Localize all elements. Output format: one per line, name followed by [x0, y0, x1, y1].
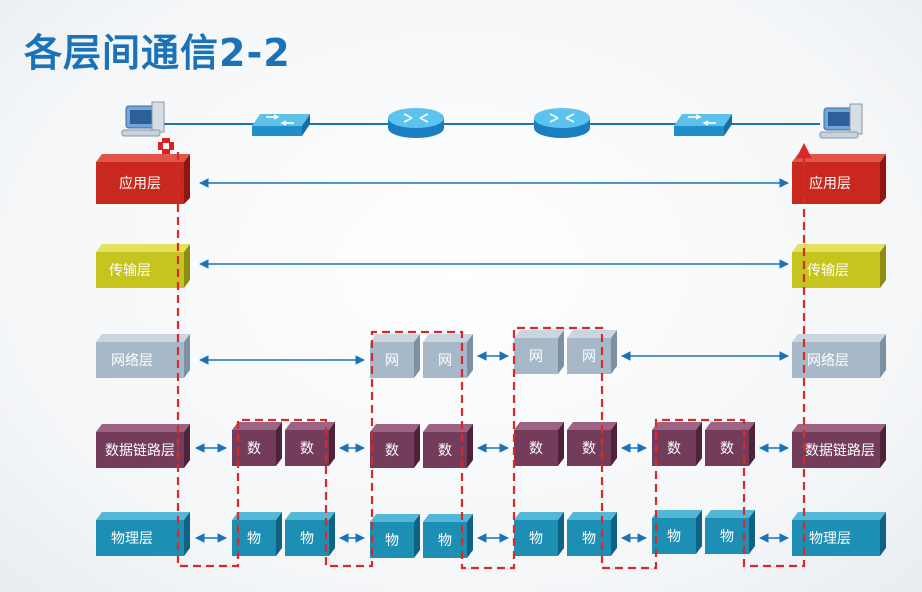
switch-icon[interactable]: [252, 114, 310, 136]
router2-physical-cell-a: 物: [514, 512, 564, 556]
cell-label: 物: [300, 531, 314, 547]
pc-left-icon[interactable]: [121, 101, 165, 137]
router1-network-cell-a: 网: [370, 334, 420, 378]
cell-label: 网: [529, 349, 543, 365]
cell-label: 物: [582, 531, 596, 547]
right-network-layer: 网络层: [792, 334, 886, 378]
switch1-datalink-cell-b: 数: [285, 422, 335, 466]
cell-label: 数: [300, 441, 314, 457]
cell-label: 数: [582, 441, 596, 457]
cell-label: 数: [720, 441, 734, 457]
cell-label: 物: [385, 533, 399, 549]
switch-icon[interactable]: [674, 114, 732, 136]
left-network-layer: 网络层: [96, 334, 190, 378]
start-marker-icon: [158, 138, 174, 154]
left-datalink-layer: 数据链路层: [96, 424, 190, 468]
left-application-layer: 应用层: [96, 154, 190, 204]
layer-label: 传输层: [807, 263, 849, 279]
router2-network-cell-b: 网: [567, 330, 617, 374]
cell-label: 网: [385, 353, 399, 369]
router2-network-cell-a: 网: [514, 330, 564, 374]
switch2-physical-cell-a: 物: [652, 510, 702, 554]
layer-label: 应用层: [119, 175, 161, 192]
pc-right-icon[interactable]: [819, 103, 863, 139]
switch1-physical-cell-b: 物: [285, 512, 335, 556]
switch1-physical-cell-a: 物: [232, 512, 282, 556]
cell-label: 数: [438, 443, 452, 459]
right-datalink-layer: 数据链路层: [792, 424, 886, 468]
cell-label: 物: [720, 529, 734, 545]
right-application-layer: 应用层: [792, 154, 886, 204]
router1-datalink-cell-a: 数: [370, 424, 420, 468]
router2-physical-cell-b: 物: [567, 512, 617, 556]
switch2-datalink-cell-b: 数: [705, 422, 755, 466]
data-flow-path: [176, 142, 812, 570]
cell-label: 数: [247, 441, 261, 457]
cell-label: 物: [438, 533, 452, 549]
switch2-datalink-cell-a: 数: [652, 422, 702, 466]
page-title: 各层间通信2-2: [24, 31, 291, 75]
left-transport-layer: 传输层: [96, 244, 190, 288]
layer-label: 数据链路层: [105, 443, 175, 459]
cell-label: 数: [667, 441, 681, 457]
cell-label: 数: [529, 441, 543, 457]
switch2-physical-cell-b: 物: [705, 510, 755, 554]
cell-label: 物: [667, 529, 681, 545]
cell-label: 网: [582, 349, 596, 365]
router-icon[interactable]: [388, 108, 444, 138]
layer-label: 网络层: [807, 353, 849, 369]
router-icon[interactable]: [534, 108, 590, 138]
layer-label: 物理层: [111, 531, 153, 547]
cell-label: 数: [385, 443, 399, 459]
cell-label: 物: [529, 531, 543, 547]
router2-datalink-cell-b: 数: [567, 422, 617, 466]
layer-label: 应用层: [809, 175, 851, 192]
peer-arrows: [195, 178, 789, 543]
layer-label: 物理层: [809, 531, 851, 547]
cell-label: 物: [247, 531, 261, 547]
left-physical-layer: 物理层: [96, 512, 190, 556]
switch1-datalink-cell-a: 数: [232, 422, 282, 466]
router1-network-cell-b: 网: [423, 334, 473, 378]
router1-physical-cell-b: 物: [423, 514, 473, 558]
cell-label: 网: [438, 353, 452, 369]
layer-label: 传输层: [109, 263, 151, 279]
right-physical-layer: 物理层: [792, 512, 886, 556]
layer-label: 数据链路层: [805, 443, 875, 459]
right-transport-layer: 传输层: [792, 244, 886, 288]
layer-label: 网络层: [111, 353, 153, 369]
router2-datalink-cell-a: 数: [514, 422, 564, 466]
router1-datalink-cell-b: 数: [423, 424, 473, 468]
router1-physical-cell-a: 物: [370, 514, 420, 558]
